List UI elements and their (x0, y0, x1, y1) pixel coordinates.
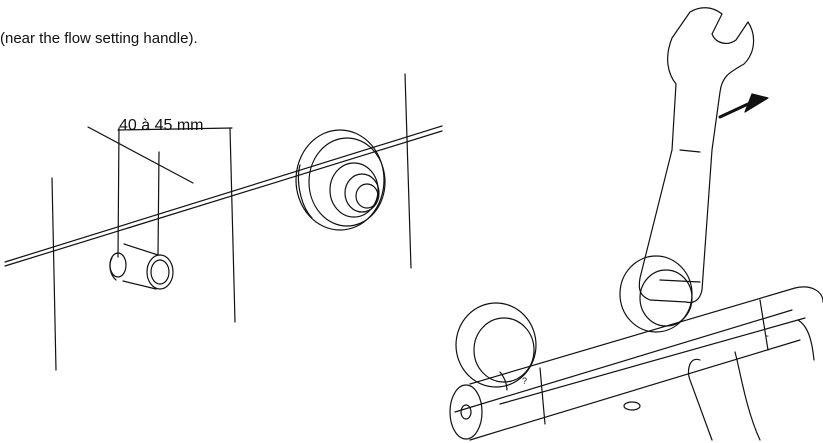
wrench-icon (639, 8, 753, 303)
svg-text:°: ° (766, 334, 769, 342)
pipe-fitting (110, 244, 173, 289)
direction-arrow-icon (720, 94, 768, 117)
right-wall-flange (620, 256, 692, 332)
wall-flange (296, 130, 385, 230)
wall-tile-grid (5, 74, 442, 370)
svg-text:?: ? (522, 376, 527, 386)
left-wall-flange (456, 303, 536, 387)
instruction-caption: (near the flow setting handle). (0, 30, 198, 47)
mixer-valve: ? ° (450, 287, 823, 440)
dimension-indicator (88, 127, 232, 257)
